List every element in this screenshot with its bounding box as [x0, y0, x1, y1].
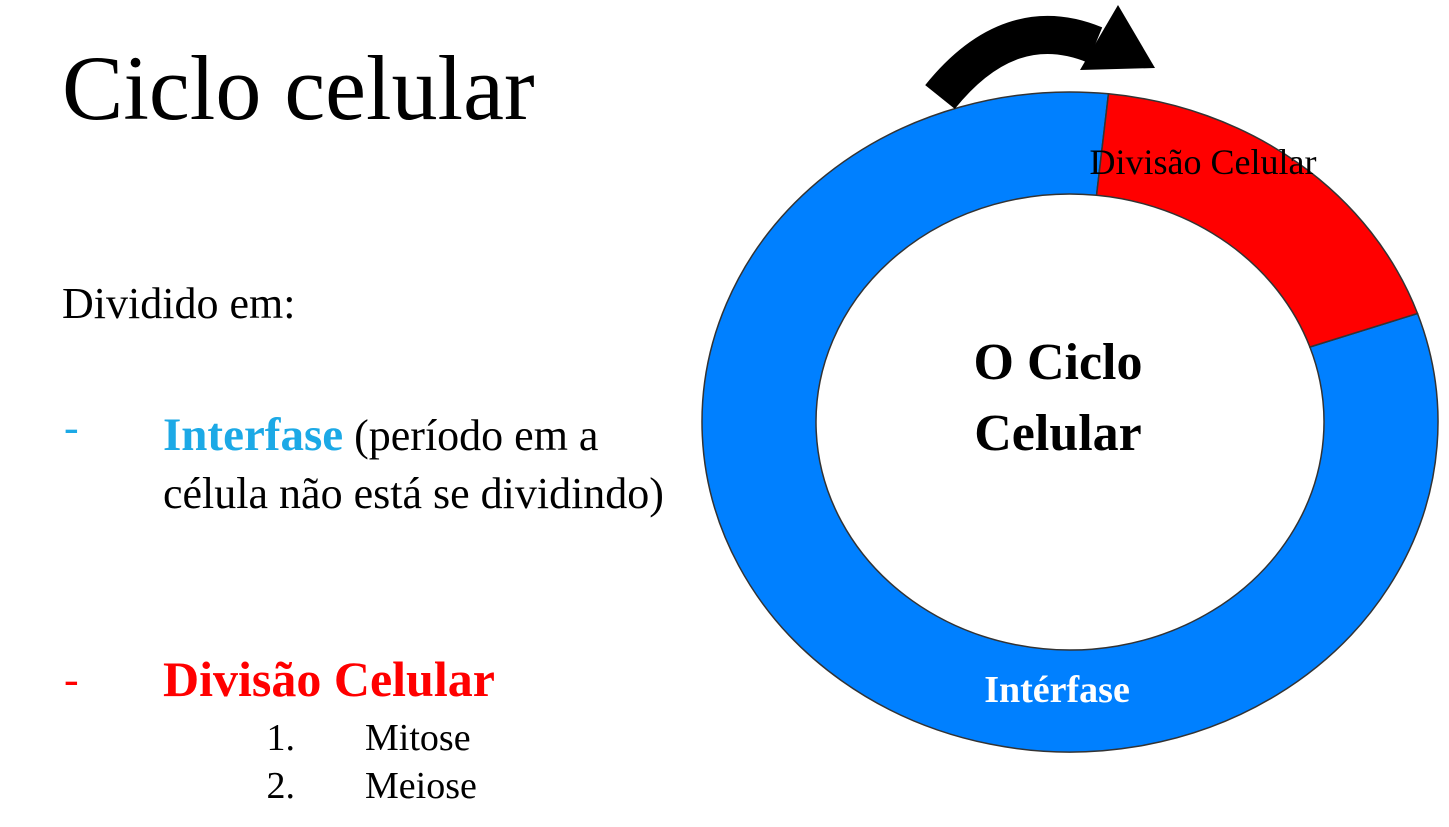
slide-title: Ciclo celular	[62, 37, 535, 139]
intro-text: Dividido em:	[62, 279, 296, 328]
subitem-meiose: 2. Meiose	[255, 765, 477, 808]
center-label-line2: Celular	[974, 405, 1142, 462]
interfase-segment	[701, 91, 1439, 753]
bullet-dash-interfase: -	[64, 403, 79, 452]
subitem-text: Mitose	[365, 717, 471, 759]
list-item-divisao-celular: Divisão Celular	[163, 651, 495, 707]
center-label-line1: O Ciclo	[974, 334, 1143, 391]
bullet-dash-divisao: -	[64, 655, 79, 704]
list-item-interfase: Interfase (período em a célula não está …	[163, 406, 703, 523]
subitem-mitose: 1. Mitose	[255, 717, 471, 760]
divisao-celular-segment	[1095, 92, 1419, 348]
subitem-number: 1.	[266, 717, 296, 759]
interfase-label: Intérfase	[984, 669, 1130, 711]
interfase-highlight: Interfase	[163, 409, 344, 461]
curved-arrow-icon	[925, 5, 1155, 110]
divisao-celular-label: Divisão Celular	[1090, 142, 1317, 182]
subitem-number: 2.	[266, 765, 296, 807]
subitem-text: Meiose	[365, 765, 477, 807]
interfase-description: (período em a célula não está se dividin…	[163, 411, 664, 518]
